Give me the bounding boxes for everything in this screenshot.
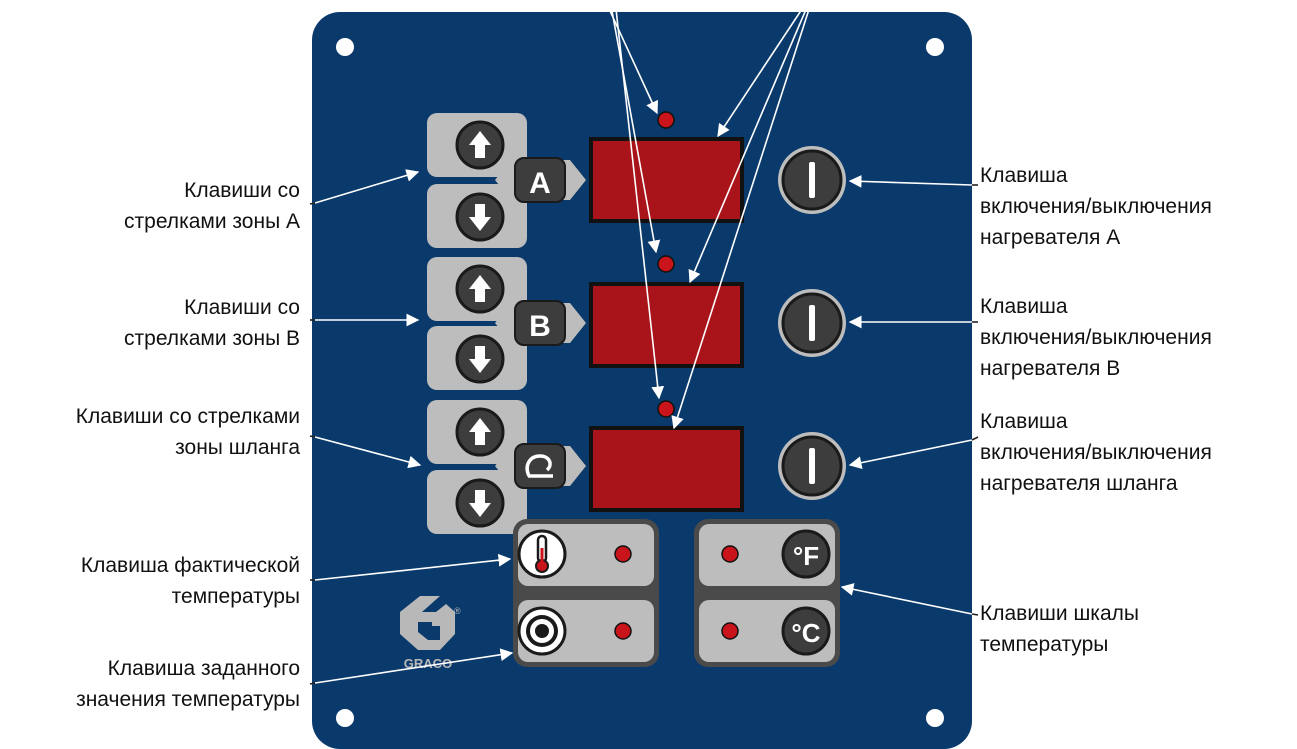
zone-b-row: B bbox=[427, 255, 846, 390]
led-pointer-lines bbox=[604, 0, 813, 430]
power-icon bbox=[809, 162, 815, 198]
thermometer-icon bbox=[535, 534, 549, 573]
label-zone-a-arrow-keys: Клавиши со стрелками зоны А bbox=[124, 179, 300, 233]
actual-temp-button[interactable] bbox=[517, 529, 567, 579]
power-icon bbox=[809, 305, 815, 341]
arrow-up-icon bbox=[469, 418, 491, 445]
arrow-up-icon bbox=[469, 131, 491, 158]
label-heater-a-key: Клавиша включения/выключения нагревателя… bbox=[980, 164, 1212, 249]
hose-status-led bbox=[657, 400, 675, 418]
zone-a-down-button[interactable] bbox=[455, 192, 505, 242]
arrow-down-icon bbox=[469, 346, 491, 373]
target-icon bbox=[526, 615, 558, 647]
celsius-button[interactable]: °C bbox=[781, 606, 831, 656]
hose-down-button[interactable] bbox=[455, 478, 505, 528]
fahrenheit-key-label: °F bbox=[793, 541, 819, 571]
label-hose-arrow-keys: Клавиши со стрелками зоны шланга bbox=[75, 405, 300, 459]
screw-hole-icon bbox=[926, 38, 944, 56]
heater-a-power-button[interactable] bbox=[778, 146, 846, 214]
arrow-down-icon bbox=[469, 490, 491, 517]
label-temp-scale-keys: Клавиши шкалы температуры bbox=[980, 602, 1139, 656]
fahrenheit-button[interactable]: °F bbox=[781, 529, 831, 579]
zone-a-key[interactable]: A bbox=[514, 157, 566, 203]
celsius-key-label: °C bbox=[791, 618, 820, 648]
celsius-led bbox=[721, 622, 739, 640]
screw-hole-icon bbox=[336, 38, 354, 56]
setpoint-led bbox=[614, 622, 632, 640]
label-actual-temp-key: Клавиша фактической температуры bbox=[80, 554, 300, 608]
hose-icon bbox=[525, 454, 553, 478]
label-leader-lines-outer bbox=[309, 184, 979, 685]
hose-display bbox=[589, 426, 744, 512]
fahrenheit-led bbox=[721, 545, 739, 563]
label-setpoint-temp-key: Клавиша заданного значения температуры bbox=[76, 657, 300, 711]
temperature-scale-block: °F °C bbox=[694, 519, 840, 667]
temperature-mode-block bbox=[513, 519, 659, 667]
zone-b-down-button[interactable] bbox=[455, 334, 505, 384]
heater-b-power-button[interactable] bbox=[778, 289, 846, 357]
screw-hole-icon bbox=[336, 709, 354, 727]
zone-a-status-led bbox=[657, 111, 675, 129]
zone-b-status-led bbox=[657, 255, 675, 273]
zone-a-display bbox=[589, 137, 744, 223]
power-icon bbox=[809, 448, 815, 484]
registered-mark: ® bbox=[454, 606, 461, 616]
heater-hose-power-button[interactable] bbox=[778, 432, 846, 500]
zone-b-key[interactable]: B bbox=[514, 300, 566, 346]
zone-a-row: A bbox=[427, 111, 846, 248]
label-heater-b-key: Клавиша включения/выключения нагревателя… bbox=[980, 295, 1212, 380]
label-leader-lines bbox=[314, 169, 973, 684]
graco-g-mark-icon bbox=[400, 596, 455, 650]
label-zone-b-arrow-keys: Клавиши со стрелками зоны В bbox=[124, 296, 300, 350]
zone-b-key-label: B bbox=[529, 310, 551, 343]
zone-a-up-button[interactable] bbox=[455, 120, 505, 170]
actual-temp-led bbox=[614, 545, 632, 563]
zone-b-display bbox=[589, 282, 744, 368]
label-heater-hose-key: Клавиша включения/выключения нагревателя… bbox=[980, 410, 1212, 495]
zone-a-key-label: A bbox=[529, 167, 551, 200]
zone-b-up-button[interactable] bbox=[455, 264, 505, 314]
arrow-down-icon bbox=[469, 204, 491, 231]
setpoint-button[interactable] bbox=[517, 606, 567, 656]
arrow-up-icon bbox=[469, 275, 491, 302]
hose-key[interactable] bbox=[514, 443, 566, 489]
screw-hole-icon bbox=[926, 709, 944, 727]
hose-zone-row bbox=[427, 400, 846, 534]
hose-up-button[interactable] bbox=[455, 407, 505, 457]
